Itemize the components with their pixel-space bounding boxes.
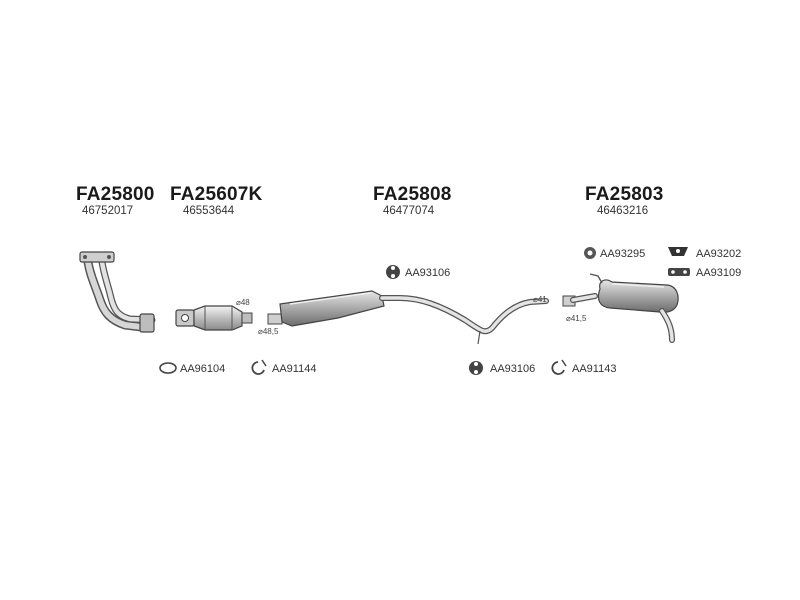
part-oe-rear-silencer: 46463216	[597, 205, 649, 217]
ring-icon	[159, 362, 177, 374]
accessory-label-clamp: AA91144	[272, 363, 317, 375]
part-code-middle-silencer: FA25808	[373, 184, 452, 205]
accessory-label-hanger-top: AA93106	[405, 267, 451, 279]
dimension-cat-in: ⌀48	[236, 298, 250, 307]
accessory-label-ring: AA96104	[180, 363, 226, 375]
accessory-label-hanger-bottom: AA93106	[490, 363, 536, 375]
dimension-cat-out: ⌀48,5	[258, 327, 279, 336]
accessory-label-rubber: AA93295	[600, 248, 646, 260]
bracket-icon	[668, 247, 688, 256]
part-oe-middle-silencer: 46477074	[383, 205, 435, 217]
part-oe-front-pipe: 46752017	[82, 205, 134, 217]
part-oe-catalyst: 46553644	[183, 205, 235, 217]
rubber-mount-icon	[584, 247, 596, 259]
catalyst-drawing	[175, 305, 253, 331]
dimension-rear-in: ⌀41,5	[566, 314, 587, 323]
accessory-label-bracket-2: AA93109	[696, 267, 742, 279]
accessory-label-clamp-2: AA91143	[572, 363, 617, 375]
part-code-catalyst: FA25607K	[170, 184, 263, 205]
clamp-icon	[251, 359, 267, 375]
dimension-mid-out: ⌀41	[533, 295, 547, 304]
rubber-hanger-icon-2	[469, 361, 483, 375]
clamp-icon-2	[551, 359, 567, 375]
rear-silencer-drawing	[562, 273, 679, 343]
part-code-rear-silencer: FA25803	[585, 184, 664, 205]
front-pipe-drawing	[79, 251, 156, 333]
bracket-icon-2	[668, 268, 690, 276]
middle-silencer-drawing	[267, 290, 549, 345]
part-code-front-pipe: FA25800	[76, 184, 155, 205]
rubber-hanger-icon	[386, 265, 400, 279]
accessory-label-bracket: AA93202	[696, 248, 742, 260]
